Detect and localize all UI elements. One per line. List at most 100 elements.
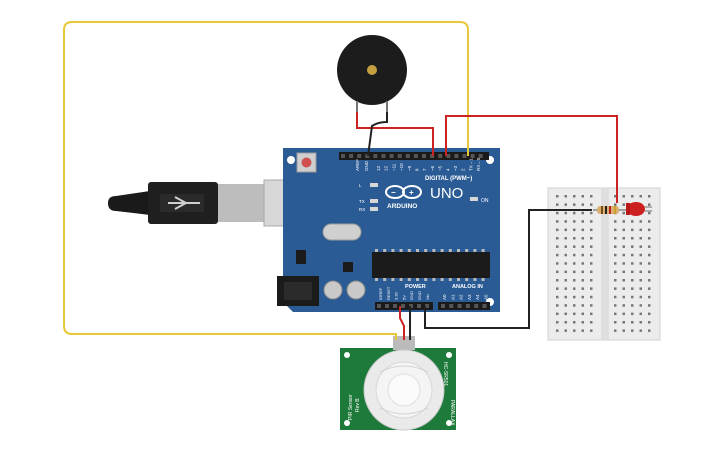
breadboard-hole — [556, 203, 559, 206]
breadboard-hole — [556, 287, 559, 290]
analog-header-label: ANALOG IN — [452, 284, 483, 290]
breadboard-hole — [614, 262, 617, 265]
breadboard-hole — [573, 287, 576, 290]
power-pin-label: IOREF — [378, 287, 383, 300]
breadboard-hole — [556, 279, 559, 282]
breadboard-hole — [639, 195, 642, 198]
breadboard-hole — [590, 237, 593, 240]
power-pin-label: GND — [409, 291, 414, 300]
chip-pin — [432, 278, 436, 281]
analog-pin-label: A3 — [467, 294, 472, 300]
power-header-label: POWER — [405, 284, 426, 290]
breadboard-hole — [639, 287, 642, 290]
chip-pin — [416, 249, 419, 252]
digital-pin-label: 7 — [422, 168, 427, 171]
breadboard-hole — [581, 245, 584, 248]
breadboard-hole — [648, 195, 651, 198]
breadboard-hole — [564, 295, 567, 299]
chip-pin — [432, 249, 436, 252]
pin-hole — [470, 154, 475, 158]
breadboard-hole — [622, 228, 625, 232]
digital-pin-label: 13 — [376, 165, 381, 171]
chip-pin — [391, 249, 395, 252]
breadboard-hole — [631, 295, 634, 299]
pir-sensor: PIR Sensor Rev B HC-SR501 PARALLAX — [340, 336, 456, 431]
breadboard-hole — [631, 329, 634, 332]
breadboard-hole — [614, 270, 617, 274]
chip-pin — [465, 249, 469, 252]
breadboard-hole — [573, 228, 576, 232]
breadboard-hole — [590, 295, 593, 299]
breadboard-hole — [648, 287, 651, 290]
pir-label-right-2: PARALLAX — [449, 400, 455, 426]
capacitor — [323, 280, 343, 300]
chip-pin — [457, 249, 460, 252]
wire-ground-black — [424, 209, 592, 329]
digital-pin-label: 12 — [384, 165, 389, 171]
breadboard-hole — [581, 211, 584, 215]
pir-label-right: HC-SR501 — [442, 362, 448, 386]
breadboard-hole — [639, 228, 642, 232]
breadboard-hole — [622, 253, 625, 257]
reset-button-cap[interactable] — [301, 157, 312, 168]
breadboard-hole — [564, 270, 567, 274]
breadboard-hole — [648, 237, 651, 240]
pin-hole — [446, 154, 451, 158]
pin-hole — [474, 304, 479, 308]
breadboard-hole — [648, 228, 651, 232]
breadboard-hole — [614, 295, 617, 299]
breadboard-hole — [556, 237, 559, 240]
breadboard-hole — [622, 270, 625, 274]
mount-hole — [287, 156, 295, 164]
breadboard-hole — [631, 304, 634, 307]
breadboard-hole — [556, 270, 559, 274]
breadboard-hole — [556, 228, 559, 232]
pin-hole — [389, 154, 394, 158]
breadboard-hole — [556, 211, 559, 215]
breadboard-hole — [573, 312, 576, 316]
breadboard-hole — [648, 220, 651, 223]
breadboard-hole — [590, 253, 593, 257]
breadboard-hole — [564, 287, 567, 290]
svg-text:−: − — [391, 188, 396, 197]
breadboard-center-channel — [601, 188, 609, 340]
digital-pin-label: 8 — [415, 168, 420, 171]
digital-header-label: DIGITAL (PWM~) — [425, 176, 472, 182]
breadboard-hole — [648, 279, 651, 282]
breadboard-hole — [556, 321, 559, 324]
breadboard-hole — [573, 203, 576, 206]
digital-pin-label: TX→1 — [468, 158, 473, 171]
breadboard-hole — [622, 312, 625, 316]
pin-hole — [425, 304, 429, 308]
breadboard-hole — [639, 253, 642, 257]
wire-buzzer-black — [367, 112, 388, 157]
aref-label: AREF — [355, 159, 360, 171]
digital-pin-label: ~9 — [407, 165, 412, 171]
breadboard-hole — [581, 312, 584, 316]
capacitor — [346, 280, 366, 300]
breadboard-hole — [573, 279, 576, 282]
chip-pin — [481, 249, 485, 252]
breadboard-hole — [614, 228, 617, 232]
breadboard-hole — [556, 262, 559, 265]
chip-pin — [375, 249, 378, 252]
breadboard-hole — [622, 295, 625, 299]
breadboard-hole — [590, 203, 593, 206]
breadboard-hole — [631, 262, 634, 265]
breadboard-hole — [573, 270, 576, 274]
breadboard-hole — [614, 220, 617, 223]
breadboard-hole — [622, 195, 625, 198]
chip-pin — [383, 249, 387, 252]
breadboard-hole — [581, 295, 584, 299]
pin-hole — [454, 154, 459, 158]
breadboard-hole — [556, 329, 559, 332]
analog-header — [438, 302, 490, 310]
breadboard-hole — [581, 270, 584, 274]
breadboard-hole — [622, 329, 625, 332]
wire-led-red — [445, 115, 618, 203]
breadboard-hole — [622, 245, 625, 248]
chip-pin — [473, 249, 477, 252]
breadboard-hole — [556, 253, 559, 257]
